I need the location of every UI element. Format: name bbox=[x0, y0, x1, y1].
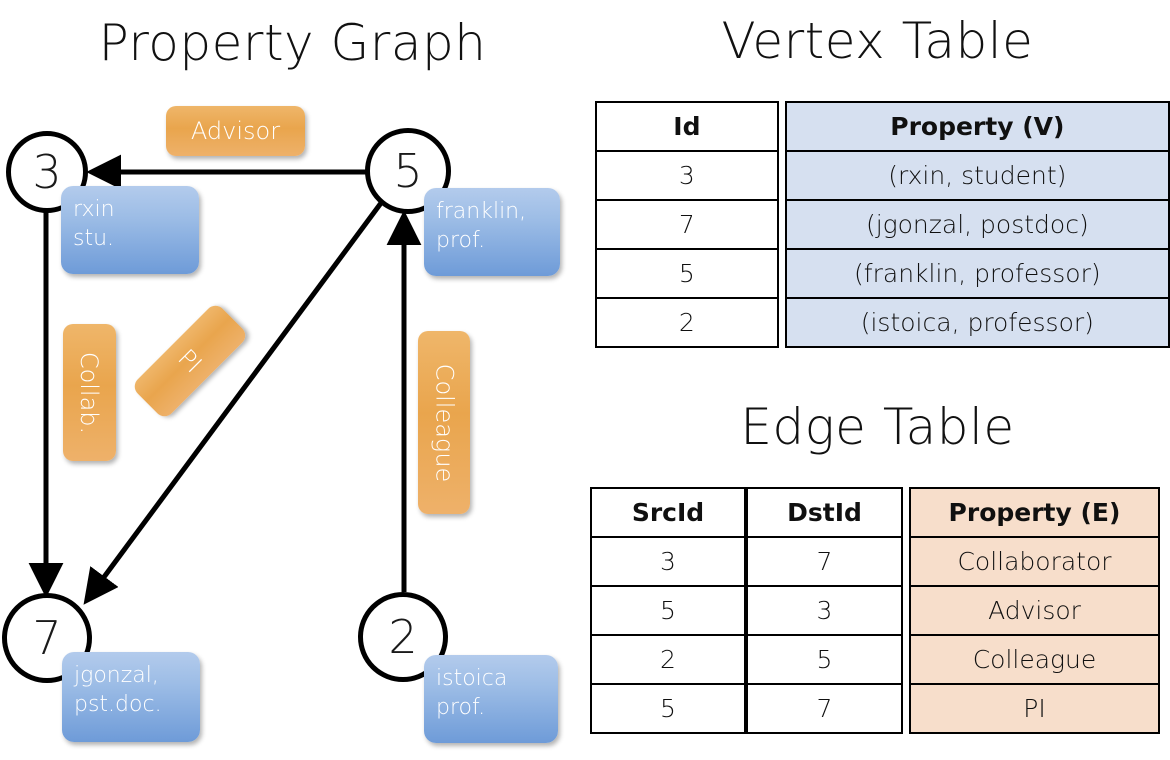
vertex-property-box-2: istoica prof. bbox=[424, 655, 558, 743]
vertex-property-box-3-line2: stu. bbox=[73, 225, 115, 251]
edge-table-cell-property: Collaborator bbox=[909, 536, 1160, 587]
vertex-property-box-3: rxin stu. bbox=[61, 186, 199, 274]
edge-table-cell-dstid: 5 bbox=[746, 634, 903, 685]
edge-table-header-property: Property (E) bbox=[909, 487, 1160, 538]
vertex-table-cell-id: 3 bbox=[595, 150, 779, 201]
table-header-row: DstId bbox=[746, 487, 903, 538]
table-row: 7 bbox=[595, 199, 779, 250]
edge-5-to-7-pi bbox=[83, 201, 384, 605]
edge-table-srcid-column: SrcId 3 5 2 5 bbox=[590, 487, 746, 734]
vertex-property-box-7-line2: pst.doc. bbox=[74, 691, 162, 717]
table-row: 2 bbox=[590, 634, 746, 685]
vertex-node-7-label: 7 bbox=[32, 611, 62, 665]
edge-table-cell-dstid: 7 bbox=[746, 683, 903, 734]
edge-table-cell-property: Colleague bbox=[909, 634, 1160, 685]
edge-table-cell-dstid: 7 bbox=[746, 536, 903, 587]
vertex-table-cell-id: 5 bbox=[595, 248, 779, 299]
table-row: 3 bbox=[595, 150, 779, 201]
table-row: 2 bbox=[595, 297, 779, 348]
vertex-property-box-7-line1: jgonzal, bbox=[74, 663, 159, 688]
edge-table-cell-srcid: 2 bbox=[590, 634, 746, 685]
table-row: 5 bbox=[590, 683, 746, 734]
edge-label-advisor: Advisor bbox=[166, 106, 305, 156]
vertex-table-cell-property: (jgonzal, postdoc) bbox=[784, 199, 1170, 250]
vertex-node-5-label: 5 bbox=[393, 144, 423, 198]
vertex-node-3-label: 3 bbox=[32, 145, 62, 199]
table-row: Colleague bbox=[909, 634, 1160, 685]
vertex-table-cell-id: 7 bbox=[595, 199, 779, 250]
table-row: 3 bbox=[590, 536, 746, 587]
table-row: Collaborator bbox=[909, 536, 1160, 587]
table-row: (rxin, student) bbox=[784, 150, 1170, 201]
edge-table-cell-srcid: 3 bbox=[590, 536, 746, 587]
edge-table-cell-srcid: 5 bbox=[590, 683, 746, 734]
vertex-table-header-property: Property (V) bbox=[784, 101, 1170, 152]
vertex-property-box-5-line2: prof. bbox=[436, 227, 486, 253]
table-header-row: Property (V) bbox=[784, 101, 1170, 152]
table-row: 5 bbox=[746, 634, 903, 685]
page-title-edge-table: Edge Table bbox=[740, 398, 1015, 456]
vertex-table-cell-property: (rxin, student) bbox=[784, 150, 1170, 201]
table-row: 7 bbox=[746, 683, 903, 734]
table-row: 3 bbox=[746, 585, 903, 636]
vertex-table-header-id: Id bbox=[595, 101, 779, 152]
property-graph-diagram: Advisor Collab. PI Colleague 3 5 7 2 rxi… bbox=[2, 106, 560, 743]
vertex-table-property-column: Property (V) (rxin, student) (jgonzal, p… bbox=[784, 101, 1170, 348]
table-row: 5 bbox=[595, 248, 779, 299]
table-row: 5 bbox=[590, 585, 746, 636]
edge-table-cell-property: Advisor bbox=[909, 585, 1160, 636]
vertex-table-cell-property: (istoica, professor) bbox=[784, 297, 1170, 348]
edge-table: SrcId 3 5 2 5 DstId 7 3 5 7 Property (E)… bbox=[590, 487, 1160, 734]
edge-label-colleague: Colleague bbox=[418, 331, 470, 514]
table-header-row: Id bbox=[595, 101, 779, 152]
table-row: (jgonzal, postdoc) bbox=[784, 199, 1170, 250]
vertex-node-2-label: 2 bbox=[388, 610, 418, 664]
edge-table-property-column: Property (E) Collaborator Advisor Collea… bbox=[909, 487, 1160, 734]
vertex-property-box-5-line1: franklin, bbox=[436, 199, 527, 224]
edge-label-collab: Collab. bbox=[63, 324, 116, 461]
table-header-row: Property (E) bbox=[909, 487, 1160, 538]
edge-table-header-srcid: SrcId bbox=[590, 487, 746, 538]
edge-label-advisor-text: Advisor bbox=[190, 117, 281, 145]
edge-table-cell-srcid: 5 bbox=[590, 585, 746, 636]
edge-table-cell-dstid: 3 bbox=[746, 585, 903, 636]
edge-table-dstid-column: DstId 7 3 5 7 bbox=[746, 487, 903, 734]
edge-label-colleague-text: Colleague bbox=[430, 363, 459, 482]
vertex-table-id-column: Id 3 7 5 2 bbox=[595, 101, 779, 348]
vertex-property-box-2-line2: prof. bbox=[436, 694, 486, 720]
table-header-row: SrcId bbox=[590, 487, 746, 538]
table-row: Advisor bbox=[909, 585, 1160, 636]
table-row: (franklin, professor) bbox=[784, 248, 1170, 299]
page-title-vertex-table: Vertex Table bbox=[721, 12, 1034, 70]
graph-edges-svg bbox=[28, 154, 422, 605]
vertex-table-cell-property: (franklin, professor) bbox=[784, 248, 1170, 299]
edge-table-header-dstid: DstId bbox=[746, 487, 903, 538]
vertex-property-box-7: jgonzal, pst.doc. bbox=[62, 652, 200, 742]
edge-table-cell-property: PI bbox=[909, 683, 1160, 734]
page-title-property-graph: Property Graph bbox=[98, 14, 487, 72]
edge-label-collab-text: Collab. bbox=[75, 351, 104, 434]
table-row: PI bbox=[909, 683, 1160, 734]
vertex-property-box-2-line1: istoica bbox=[436, 666, 508, 691]
vertex-property-box-5: franklin, prof. bbox=[424, 188, 560, 276]
vertex-node-2[interactable]: 2 bbox=[358, 592, 448, 682]
vertex-property-box-3-line1: rxin bbox=[73, 197, 115, 222]
edge-label-pi-text: PI bbox=[172, 343, 208, 379]
vertex-table: Id 3 7 5 2 Property (V) (rxin, student) … bbox=[595, 101, 1170, 348]
vertex-table-cell-id: 2 bbox=[595, 297, 779, 348]
table-row: (istoica, professor) bbox=[784, 297, 1170, 348]
table-row: 7 bbox=[746, 536, 903, 587]
